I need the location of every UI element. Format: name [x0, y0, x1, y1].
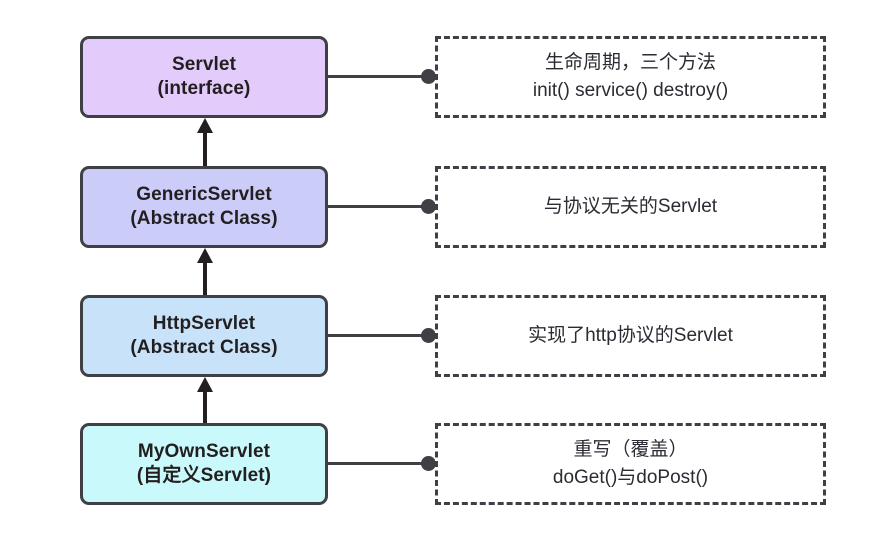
- class-kind: (Abstract Class): [130, 337, 278, 358]
- note-line-1: 实现了http协议的Servlet: [528, 325, 733, 347]
- arrow-head-icon: [197, 377, 213, 392]
- note-connector-line: [328, 462, 428, 465]
- arrow-head-icon: [197, 248, 213, 263]
- class-kind: (自定义Servlet): [136, 465, 272, 486]
- note-connector-line: [328, 75, 428, 78]
- note-box-myownservlet[interactable]: 重写（覆盖） doGet()与doPost(): [435, 423, 826, 505]
- note-box-servlet[interactable]: 生命周期，三个方法 init() service() destroy(): [435, 36, 826, 118]
- note-line-1: 重写（覆盖）: [573, 439, 688, 461]
- class-name: MyOwnServlet: [137, 440, 271, 462]
- class-box-servlet[interactable]: Servlet (interface): [80, 36, 328, 118]
- note-connector-dot-icon: [421, 199, 436, 214]
- note-connector-dot-icon: [421, 456, 436, 471]
- note-box-httpservlet[interactable]: 实现了http协议的Servlet: [435, 295, 826, 377]
- class-name: Servlet: [171, 53, 237, 75]
- class-kind: (Abstract Class): [130, 208, 278, 229]
- note-line-2: doGet()与doPost(): [552, 467, 709, 488]
- class-box-genericservlet[interactable]: GenericServlet (Abstract Class): [80, 166, 328, 248]
- note-line-1: 与协议无关的Servlet: [543, 196, 718, 218]
- note-connector-line: [328, 334, 428, 337]
- note-connector-line: [328, 205, 428, 208]
- class-kind: (interface): [157, 78, 251, 99]
- arrow-shaft: [203, 390, 207, 423]
- class-name: GenericServlet: [136, 183, 272, 205]
- note-line-2: init() service() destroy(): [532, 80, 729, 101]
- class-box-myownservlet[interactable]: MyOwnServlet (自定义Servlet): [80, 423, 328, 505]
- note-connector-dot-icon: [421, 69, 436, 84]
- arrow-shaft: [203, 131, 207, 166]
- class-name: HttpServlet: [152, 312, 256, 334]
- note-line-1: 生命周期，三个方法: [544, 52, 716, 74]
- class-box-httpservlet[interactable]: HttpServlet (Abstract Class): [80, 295, 328, 377]
- arrow-head-icon: [197, 118, 213, 133]
- note-connector-dot-icon: [421, 328, 436, 343]
- note-box-genericservlet[interactable]: 与协议无关的Servlet: [435, 166, 826, 248]
- inheritance-arrow-icon: [197, 118, 213, 166]
- inheritance-arrow-icon: [197, 248, 213, 295]
- inheritance-arrow-icon: [197, 377, 213, 423]
- arrow-shaft: [203, 261, 207, 295]
